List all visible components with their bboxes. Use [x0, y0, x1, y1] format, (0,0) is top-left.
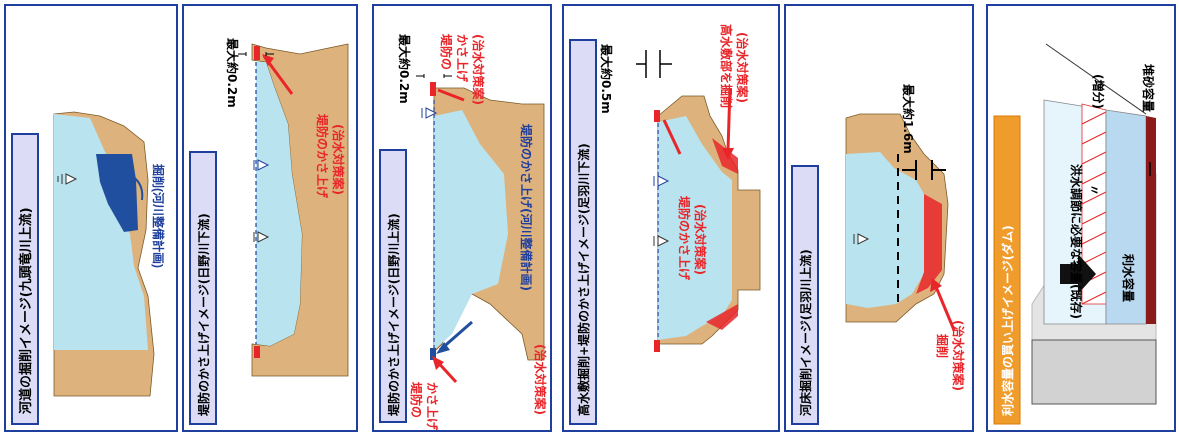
- label-exc-a: 掘削: [935, 334, 950, 358]
- panel-water-use-buyout-dam: 洪水調節に必要な容量(既存) (増分) 〃 利水容量 堆砂容量 利水容量の買い上…: [986, 4, 1176, 432]
- terrace-excavation-top: [712, 138, 738, 174]
- raise-arrow-top: [437, 88, 465, 102]
- panel-title-box: [379, 149, 407, 423]
- exc-arrowhead: [930, 278, 942, 292]
- label-exc-b: (治水対策案): [951, 320, 966, 391]
- label-excavation: 掘削(河川整備計画): [151, 164, 166, 268]
- water-level-mark: [421, 107, 438, 119]
- water-level-mark: [853, 233, 870, 245]
- label-max: 最大約0.2m: [397, 34, 412, 104]
- water: [54, 114, 148, 350]
- panel-title: 利水容量の買い上げイメージ(ダム): [1000, 225, 1015, 416]
- water-level-mark: [57, 173, 78, 185]
- water: [256, 62, 302, 346]
- label-bottom-a: 堤防の: [409, 382, 424, 418]
- panel-title-box: [569, 39, 597, 425]
- panel-river-excavation: 掘削(河川整備計画) 河道の掘削イメージ(九頭竜川上流): [4, 4, 178, 432]
- terrace-arrow: [726, 87, 732, 151]
- water-level-mark: [253, 159, 270, 171]
- label-bottom-c: (治水対策案): [533, 344, 548, 415]
- panel-title: 河道の掘削イメージ(九頭竜川上流): [18, 207, 34, 414]
- label-plan: 堤防のかさ上げ(河川整備計画): [519, 124, 534, 291]
- label-terrace-a: 高水敷部を掘削: [719, 24, 734, 108]
- water-level-mark: [253, 231, 270, 243]
- dimension-marker: [902, 160, 946, 180]
- label-raise: 堤防のかさ上げ: [315, 114, 330, 199]
- label-bottom-b: かさ上げ: [425, 382, 440, 431]
- panel-levee-raise-hino-upper: 最大約0.2m 堤防の かさ上げ (治水対策案) 堤防のかさ上げ(河川整備計画)…: [372, 4, 552, 432]
- exc-arrow: [932, 281, 956, 331]
- excavation-callout-line: [131, 175, 144, 201]
- label-top-raise-b: かさ上げ: [455, 34, 470, 83]
- label-sediment: 堆砂容量: [1141, 64, 1156, 112]
- deep-excavation: [96, 154, 138, 232]
- panel-title-box: [791, 165, 819, 425]
- sediment-zone: [1146, 116, 1156, 324]
- levee-raise-top: [254, 46, 260, 60]
- panel-riverbed-excavation-asuwa-upper: 最大約1.6m 掘削 (治水対策案) 河床掘削イメージ(足羽川上流): [784, 4, 974, 432]
- panel-title: 高水敷掘削+堤防のかさ上げイメージ(足羽川下流): [576, 143, 591, 416]
- reservoir-surface: [1045, 43, 1147, 115]
- panel-levee-raise-hino-lower: 最大約0.2m 堤防のかさ上げ (治水対策案) 堤防のかさ上げイメージ(日野川下…: [182, 4, 358, 432]
- panel-title: 堤防のかさ上げイメージ(日野川下流): [196, 213, 211, 416]
- levee-raise-bottom: [654, 340, 660, 352]
- plan-arrowhead: [436, 342, 450, 354]
- water: [658, 116, 732, 340]
- raise-arrowhead: [262, 54, 274, 66]
- dimension-marker: [416, 74, 452, 78]
- water-level-mark: [653, 235, 670, 247]
- dimension-marker: [636, 50, 672, 78]
- label-increase: (増分): [1091, 74, 1106, 109]
- water-level-mark: [653, 175, 670, 187]
- terrace-excavation-bottom: [706, 304, 738, 330]
- label-water-use: 利水容量: [1121, 254, 1136, 302]
- label-flood: 洪水調節に必要な容量(既存): [1069, 164, 1084, 319]
- panel-title-box: [993, 115, 1021, 425]
- label-max: 最大約0.2m: [225, 38, 240, 108]
- levee-raise-top: [654, 110, 660, 122]
- label-raise-b: (治水対策案): [693, 204, 708, 275]
- label-ditto: 〃: [1087, 184, 1101, 196]
- dam-body: [1031, 339, 1157, 405]
- panel-terrace-excavation-asuwa-lower: 最大約0.5m 高水敷部を掘削 (治水対策案) 堤防のかさ上げ (治水対策案) …: [562, 4, 780, 432]
- label-max: 最大約1.6m: [901, 84, 916, 154]
- water: [434, 110, 508, 350]
- raise-arrow: [662, 119, 682, 155]
- panel-title: 河床掘削イメージ(足羽川上流): [798, 249, 813, 417]
- terrace-arrowhead: [722, 148, 734, 160]
- dimension-marker: [238, 52, 274, 56]
- levee-raise-bottom: [254, 346, 260, 358]
- label-terrace-b: (治水対策案): [735, 32, 750, 103]
- panel-title-box: [189, 151, 217, 425]
- label-max: 最大約0.5m: [599, 44, 614, 114]
- levee-raise-bottom: [430, 348, 436, 360]
- label-raise-a: 堤防のかさ上げ: [677, 196, 692, 281]
- levee-raise-top: [430, 82, 436, 96]
- raise-arrowhead-bottom: [432, 356, 444, 370]
- shift-arrow: [1060, 254, 1096, 294]
- label-top-raise-c: (治水対策案): [471, 34, 486, 105]
- panel-title: 堤防のかさ上げイメージ(日野川上流): [386, 213, 401, 416]
- panel-title-box: [11, 133, 39, 425]
- water: [846, 152, 924, 308]
- label-raise-note: (治水対策案): [331, 124, 346, 195]
- label-top-raise-a: 堤防の: [439, 34, 454, 70]
- bed-excavation: [916, 194, 942, 294]
